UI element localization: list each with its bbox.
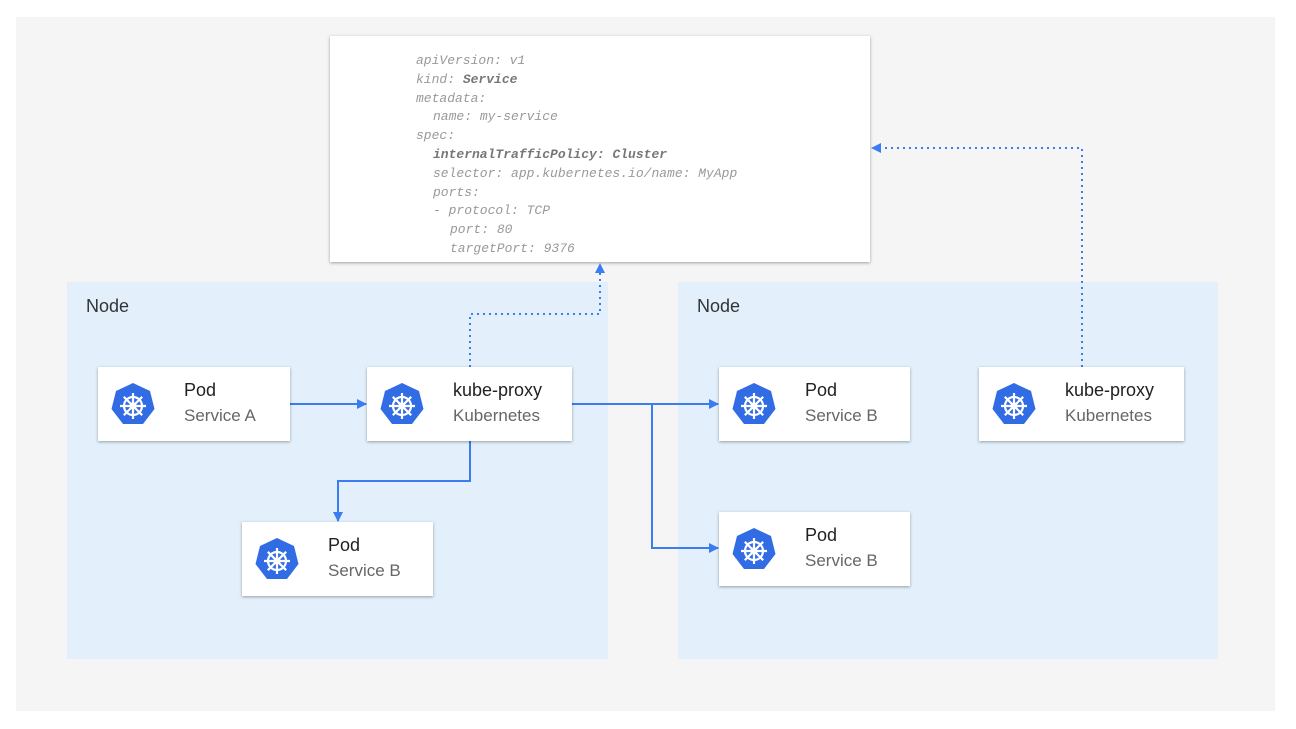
component-card: kube-proxy Kubernetes bbox=[367, 367, 572, 441]
yaml-line: name: my-service bbox=[433, 109, 558, 124]
card-subtitle: Kubernetes bbox=[453, 406, 540, 425]
yaml-key: port: bbox=[450, 222, 490, 238]
yaml-line: ports: bbox=[433, 185, 480, 200]
yaml-line: selector: app.kubernetes.io/name: MyApp bbox=[433, 166, 737, 181]
yaml-line: - protocol: TCP bbox=[433, 203, 550, 218]
yaml-value: 80 bbox=[489, 222, 513, 238]
yaml-key: - protocol: bbox=[433, 203, 519, 219]
yaml-key: kind: bbox=[416, 71, 456, 87]
yaml-line: kind: Service bbox=[416, 72, 517, 87]
yaml-key: name: bbox=[433, 109, 473, 125]
dotted-remote-kubeproxy-to-service bbox=[871, 143, 1083, 367]
node-right: Node bbox=[678, 282, 1218, 659]
yaml-line: port: 80 bbox=[450, 222, 512, 237]
yaml-line: metadata: bbox=[416, 91, 486, 106]
kubernetes-icon bbox=[379, 382, 425, 428]
yaml-line: internalTrafficPolicy: Cluster bbox=[433, 147, 667, 162]
yaml-line: spec: bbox=[416, 128, 455, 143]
dotted-kubeproxy-to-service bbox=[469, 263, 605, 367]
node-left: Node bbox=[67, 282, 608, 659]
card-title: kube-proxy bbox=[1065, 380, 1155, 400]
yaml-key: apiVersion: bbox=[416, 53, 502, 68]
component-card: Pod Service B bbox=[242, 522, 433, 596]
arrow-kubeproxy-to-remote-podB-2 bbox=[651, 404, 719, 553]
yaml-key: metadata: bbox=[416, 90, 487, 106]
card-title: kube-proxy bbox=[453, 380, 543, 400]
kubernetes-icon bbox=[110, 382, 156, 428]
card-subtitle: Service B bbox=[328, 561, 401, 580]
yaml-key: spec: bbox=[416, 128, 456, 144]
card-title: Pod bbox=[805, 525, 838, 545]
yaml-line: targetPort: 9376 bbox=[450, 241, 575, 256]
yaml-value: Cluster bbox=[604, 147, 668, 162]
component-card: Pod Service A bbox=[98, 367, 290, 441]
yaml-line: apiVersion: v1 bbox=[416, 53, 525, 68]
kubernetes-icon bbox=[731, 527, 777, 573]
yaml-key: ports: bbox=[433, 184, 480, 200]
yaml-value: 9376 bbox=[535, 241, 575, 256]
yaml-value: app.kubernetes.io/name: MyApp bbox=[503, 165, 738, 181]
card-subtitle: Service B bbox=[805, 551, 878, 570]
yaml-key: internalTrafficPolicy: bbox=[433, 147, 605, 162]
node-label: Node bbox=[86, 296, 130, 316]
kubernetes-icon bbox=[731, 382, 777, 428]
component-card: Pod Service B bbox=[719, 367, 910, 441]
component-card: Pod Service B bbox=[719, 512, 910, 586]
arrow-kubeproxy-to-local-podB bbox=[333, 441, 471, 522]
yaml-value: Service bbox=[455, 71, 518, 87]
card-title: Pod bbox=[805, 380, 838, 400]
yaml-key: targetPort: bbox=[450, 241, 536, 256]
card-subtitle: Kubernetes bbox=[1065, 406, 1152, 425]
yaml-value: TCP bbox=[518, 203, 551, 219]
card-title: Pod bbox=[328, 535, 361, 555]
yaml-key: selector: bbox=[433, 165, 504, 181]
node-label: Node bbox=[697, 296, 741, 316]
service-yaml-card: apiVersion: v1 kind: Service metadata: name… bbox=[330, 36, 870, 262]
yaml-value: v1 bbox=[501, 53, 526, 68]
card-subtitle: Service A bbox=[184, 406, 256, 425]
component-card: kube-proxy Kubernetes bbox=[979, 367, 1184, 441]
yaml-value: my-service bbox=[472, 109, 558, 125]
card-subtitle: Service B bbox=[805, 406, 878, 425]
kubernetes-icon bbox=[254, 537, 300, 583]
card-title: Pod bbox=[184, 380, 217, 400]
kubernetes-icon bbox=[991, 382, 1037, 428]
